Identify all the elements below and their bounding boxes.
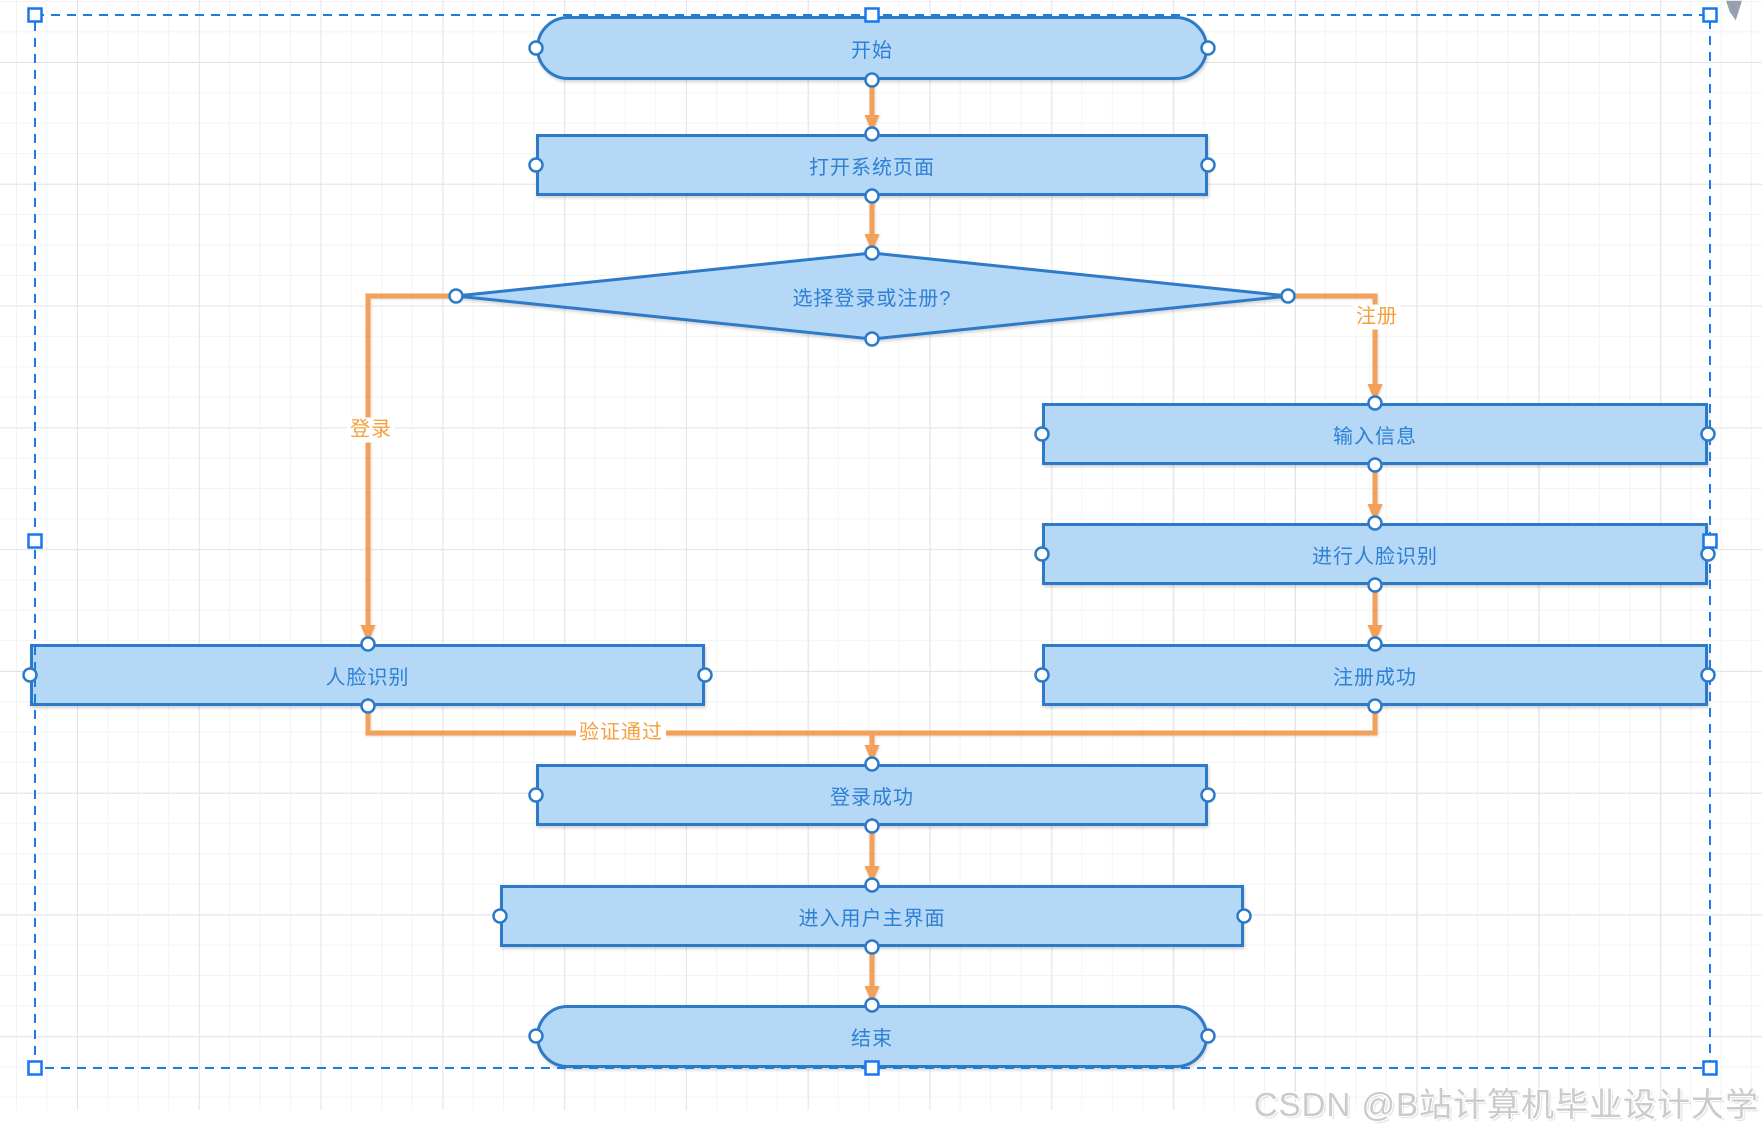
connection-point[interactable] (360, 636, 376, 652)
connection-point[interactable] (864, 245, 880, 261)
connection-point[interactable] (1367, 698, 1383, 714)
selection-handle[interactable] (864, 7, 880, 23)
selection-handle[interactable] (864, 1060, 880, 1076)
node-input-info-label: 输入信息 (1333, 425, 1417, 448)
connection-point[interactable] (864, 331, 880, 347)
edge-regsuccess-to-loginsuccess[interactable] (874, 706, 1378, 736)
connection-point[interactable] (864, 188, 880, 204)
connection-point[interactable] (864, 126, 880, 142)
connection-point[interactable] (1200, 157, 1216, 173)
selection-handle[interactable] (1702, 7, 1718, 23)
edge-decision-to-face[interactable] (360, 293, 456, 643)
node-register-success-label: 注册成功 (1333, 666, 1417, 689)
node-decision-label: 选择登录或注册? (792, 287, 952, 310)
watermark: CSDN @B站计算机毕业设计大学 (1253, 1086, 1759, 1123)
connection-point[interactable] (864, 818, 880, 834)
selection-handle[interactable] (27, 1060, 43, 1076)
connection-point[interactable] (448, 288, 464, 304)
connection-point[interactable] (1700, 426, 1716, 442)
connection-point[interactable] (528, 787, 544, 803)
edge-label-decision-to-input[interactable]: 注册 (1353, 304, 1401, 330)
connection-point[interactable] (1367, 395, 1383, 411)
node-end-label: 结束 (851, 1028, 893, 1050)
node-open-page-label: 打开系统页面 (809, 156, 935, 179)
selection-handle[interactable] (1702, 1060, 1718, 1076)
edge-label-decision-to-face[interactable]: 登录 (347, 417, 395, 443)
connection-point[interactable] (22, 667, 38, 683)
node-open-page[interactable]: 打开系统页面 (536, 134, 1208, 196)
selection-handle[interactable] (27, 7, 43, 23)
connection-point[interactable] (1280, 288, 1296, 304)
node-login-success-label: 登录成功 (830, 786, 914, 809)
node-do-face-recognition-label: 进行人脸识别 (1312, 545, 1438, 568)
connection-point[interactable] (1200, 787, 1216, 803)
connection-point[interactable] (1034, 667, 1050, 683)
selection-handle[interactable] (27, 533, 43, 549)
node-face-recognition-label: 人脸识别 (325, 666, 410, 689)
connection-point[interactable] (1367, 515, 1383, 531)
connection-point[interactable] (1700, 546, 1716, 562)
connection-point[interactable] (864, 939, 880, 955)
connection-point[interactable] (1700, 667, 1716, 683)
connection-point[interactable] (697, 667, 713, 683)
connection-point[interactable] (1367, 457, 1383, 473)
connection-point[interactable] (1236, 908, 1252, 924)
selection-handle[interactable] (1702, 533, 1718, 549)
connection-point[interactable] (1367, 577, 1383, 593)
node-main-ui-label: 进入用户主界面 (798, 907, 946, 930)
connection-point[interactable] (360, 698, 376, 714)
selection-border (34, 14, 1711, 1069)
connection-point[interactable] (492, 908, 508, 924)
mouse-cursor-icon (1724, 0, 1744, 24)
connection-point[interactable] (1034, 546, 1050, 562)
connection-point[interactable] (528, 157, 544, 173)
edge-decision-to-input[interactable] (1288, 293, 1383, 402)
connection-point[interactable] (1200, 1028, 1216, 1044)
connection-point[interactable] (864, 997, 880, 1013)
edge-label-face-to-loginsuccess[interactable]: 验证通过 (576, 720, 666, 746)
connection-point[interactable] (864, 72, 880, 88)
connection-point[interactable] (1367, 636, 1383, 652)
connection-point[interactable] (528, 40, 544, 56)
connection-point[interactable] (528, 1028, 544, 1044)
connection-point[interactable] (1200, 40, 1216, 56)
connection-point[interactable] (1034, 426, 1050, 442)
node-start-label: 开始 (851, 39, 893, 62)
node-end[interactable]: 结束 (536, 1005, 1208, 1068)
connection-point[interactable] (864, 756, 880, 772)
connection-point[interactable] (864, 877, 880, 893)
